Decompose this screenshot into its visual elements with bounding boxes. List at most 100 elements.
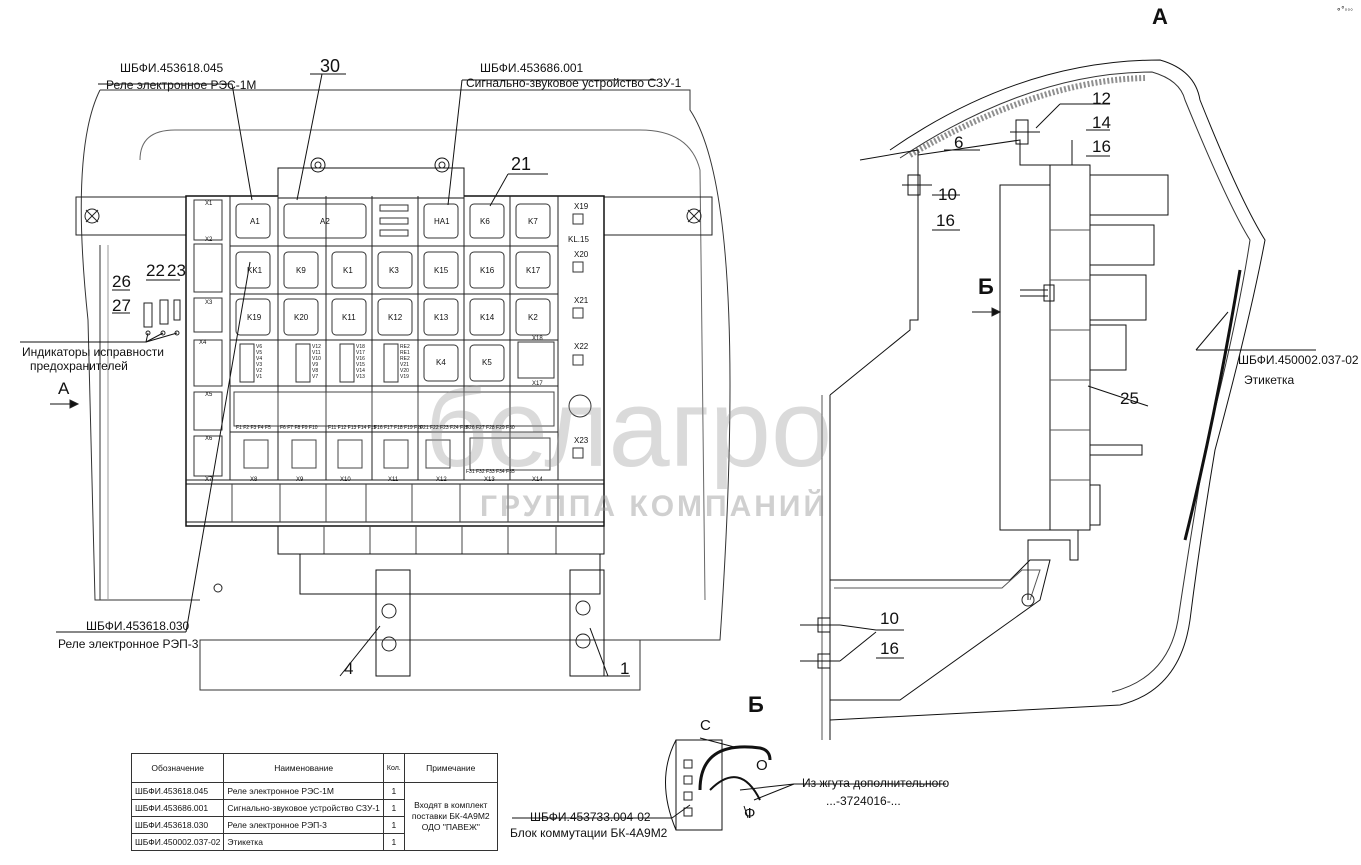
- table-row: ШБФИ.453618.045 Реле электронное РЭС-1М …: [130, 782, 498, 851]
- spec-table: Обозначение Наименование Кол. Примечание…: [130, 753, 498, 851]
- row1-designation: ШБФИ.453618.045: [130, 782, 225, 800]
- fuse-row-2: F6 F7 F8 F9 F10: [280, 425, 318, 431]
- code-037: ШБФИ.450002.037-02: [1238, 353, 1359, 367]
- conn-x14: X14: [532, 477, 543, 483]
- callout-16a: 16: [1092, 137, 1111, 156]
- row2-qty: 1: [382, 799, 405, 817]
- conn-x17: X17: [532, 381, 543, 387]
- conn-x18: X18: [532, 336, 543, 342]
- hood-outer: [829, 59, 1266, 721]
- wire-c-label: С: [700, 717, 711, 734]
- name-045: Реле электронное РЭС-1М: [106, 78, 257, 92]
- callout-16c: 16: [880, 639, 899, 658]
- name-001: Сигнально-звуковое устройство СЗУ-1: [466, 76, 682, 90]
- bracket-lower: [830, 559, 1051, 701]
- fuse-row-3: F11 F12 F13 F14 F15: [328, 425, 377, 431]
- callout-30: 30: [320, 56, 341, 76]
- conn-x4: X4: [199, 340, 207, 346]
- conn-x10: X10: [340, 477, 351, 483]
- view-a-title: А: [1152, 4, 1168, 29]
- conn-x21: X21: [574, 296, 589, 305]
- row4-qty: 1: [382, 833, 405, 851]
- conn-x20: X20: [574, 250, 589, 259]
- indicators-label-2: предохранителей: [30, 359, 128, 373]
- col-designation: Обозначение: [130, 753, 225, 783]
- conn-x13: X13: [484, 477, 495, 483]
- cell-k1: K1: [343, 266, 353, 275]
- callout-25: 25: [1120, 389, 1139, 408]
- col-note: Примечание: [403, 753, 498, 783]
- row2-name: Сигнально-звуковое устройство СЗУ-1: [223, 799, 384, 817]
- fuse-row-1: F1 F2 F3 F4 F5: [236, 425, 271, 431]
- panel-curve-left: [80, 89, 200, 601]
- callout-26: 26: [112, 272, 131, 291]
- conn-x23: X23: [574, 436, 589, 445]
- row1-name: Реле электронное РЭС-1М: [223, 782, 384, 800]
- row2-designation: ШБФИ.453686.001: [130, 799, 225, 817]
- cell-ha1: HA1: [434, 217, 450, 226]
- view-b-arrow-label: Б: [978, 274, 994, 299]
- watermark-brand: белагро: [425, 367, 833, 490]
- note-line-1: Входят в комплект: [414, 800, 488, 810]
- panel-inner: [139, 129, 706, 601]
- indicators-label-1: Индикаторы исправности: [22, 345, 164, 359]
- cell-a2: A2: [320, 217, 330, 226]
- note-line-2: поставки БК-4А9М2: [411, 811, 490, 821]
- hood-inner: [899, 71, 1251, 693]
- conn-x1: X1: [205, 201, 213, 207]
- conn-x12: X12: [436, 477, 447, 483]
- callout-1: 1: [620, 659, 630, 678]
- fuse-row-5: F21 F22 F23 F24 F25: [420, 425, 469, 431]
- code-004: ШБФИ.453733.004-02: [530, 810, 651, 824]
- cell-k12: K12: [388, 313, 403, 322]
- callout-14: 14: [1092, 113, 1111, 132]
- code-045: ШБФИ.453618.045: [120, 61, 224, 75]
- callout-10a: 10: [938, 185, 957, 204]
- cell-k17: K17: [526, 266, 541, 275]
- cell-a1: A1: [250, 217, 260, 226]
- harness-label-2: ...-3724016-...: [826, 794, 901, 808]
- cell-k20: K20: [294, 313, 309, 322]
- spec-table-header: Обозначение Наименование Кол. Примечание: [130, 753, 498, 783]
- wire-f-label: Ф: [744, 805, 756, 822]
- cell-k19: K19: [247, 313, 262, 322]
- conn-x2: X2: [205, 237, 213, 243]
- callout-23: 23: [167, 261, 186, 280]
- cell-k2: K2: [528, 313, 538, 322]
- cell-k7: K7: [528, 217, 538, 226]
- row4-name: Этикетка: [223, 833, 384, 851]
- cell-k11: K11: [342, 313, 356, 322]
- wire-o-label: О: [756, 757, 768, 774]
- cell-k9: K9: [296, 266, 306, 275]
- callout-21: 21: [511, 154, 532, 174]
- conn-x22: X22: [574, 342, 589, 351]
- col-name: Наименование: [223, 753, 384, 783]
- conn-x7: X7: [205, 477, 213, 483]
- cell-k4: K4: [436, 358, 446, 367]
- bracket-right: [569, 569, 605, 677]
- fuse-row-7: F31 F32 F33 F34 F35: [466, 469, 515, 475]
- cell-k6: K6: [480, 217, 490, 226]
- conn-x19: X19: [574, 202, 589, 211]
- code-030: ШБФИ.453618.030: [86, 619, 190, 633]
- block-body: [185, 195, 605, 527]
- cell-k3: K3: [389, 266, 399, 275]
- bottom-connector-bar: [185, 483, 605, 523]
- col-qty: Кол.: [382, 753, 405, 783]
- conn-kl15: KL.15: [568, 235, 589, 244]
- name-030: Реле электронное РЭП-3: [58, 637, 199, 651]
- fuse-row-4: F16 F17 F18 F19 F20: [374, 425, 423, 431]
- watermark-tagline: ГРУППА КОМПАНИЙ: [480, 490, 829, 523]
- row4-designation: ШБФИ.450002.037-02: [130, 833, 225, 851]
- conn-x5: X5: [205, 392, 213, 398]
- callout-22: 22: [146, 261, 165, 280]
- conn-x11: X11: [388, 477, 399, 483]
- row3-qty: 1: [382, 816, 405, 834]
- corner-mark: ∘°◦◦◦: [1336, 5, 1353, 14]
- callout-4: 4: [344, 659, 354, 678]
- conn-x3: X3: [205, 300, 213, 306]
